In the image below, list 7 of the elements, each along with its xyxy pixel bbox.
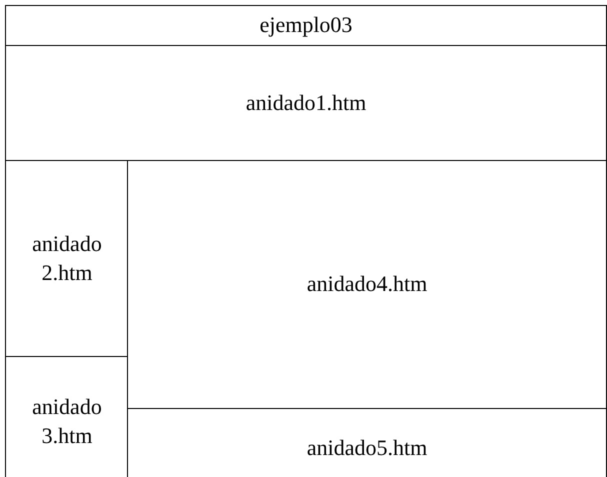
panel-label: anidado5.htm: [306, 434, 428, 462]
panel-label: anidado1.htm: [244, 88, 368, 117]
panel-label: anidado 3.htm: [31, 392, 103, 450]
panel-label: anidado4.htm: [306, 270, 428, 298]
frame-title: ejemplo03: [258, 11, 354, 40]
frame-box: [5, 5, 607, 477]
panel-label: anidado 2.htm: [31, 230, 103, 286]
